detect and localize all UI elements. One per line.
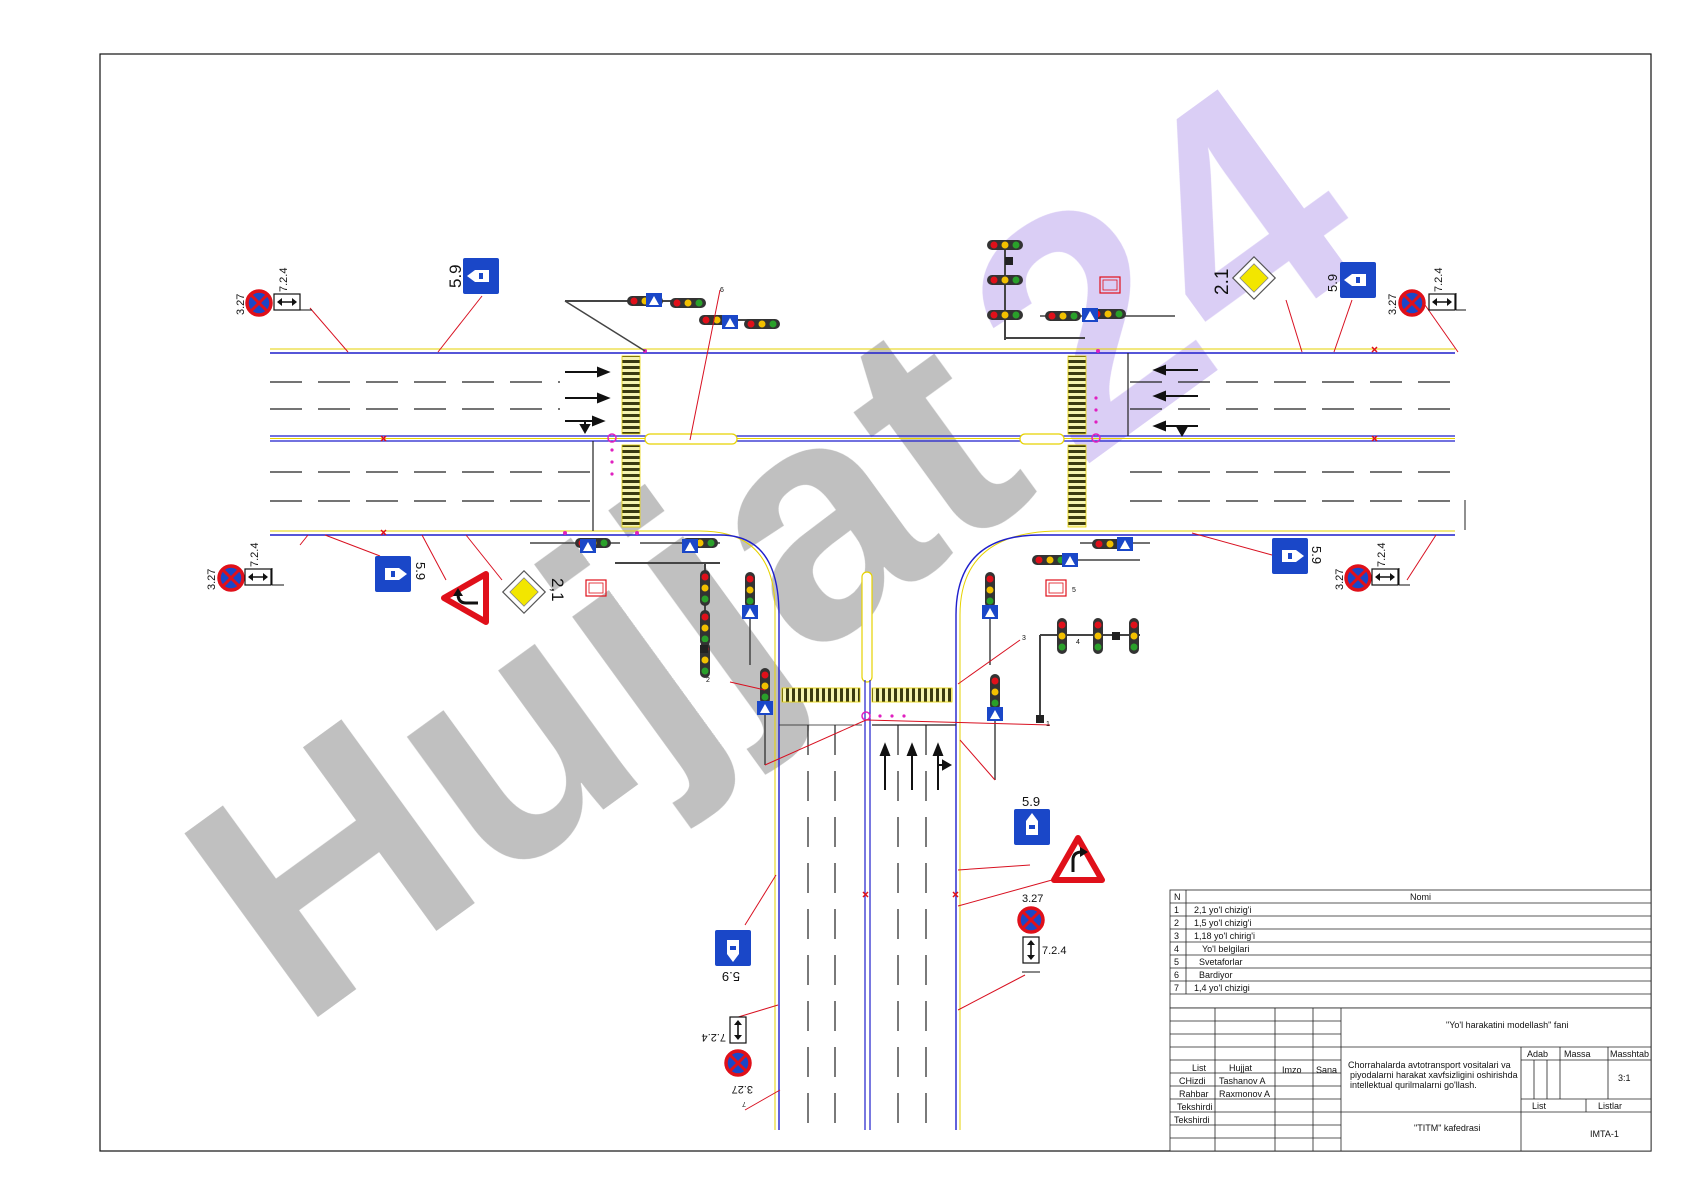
label-327-se: 3.27 (1334, 569, 1346, 590)
legend-header-name: Nomi (1410, 892, 1431, 902)
title-block (1169, 1007, 1652, 1152)
col-imzo: Imzo (1282, 1065, 1302, 1075)
legend-row-name: 2,1 yo'l chizig'i (1194, 905, 1251, 915)
label-21-ne: 2.1 (1212, 269, 1233, 295)
legend-row-name: Svetaforlar (1199, 957, 1243, 967)
traffic-lights (530, 240, 1175, 780)
name-rahbar: Raxmonov A (1219, 1089, 1270, 1099)
callout-7: 7 (742, 1100, 746, 1107)
sign-no-stopping-nw (245, 289, 273, 317)
label-list: List (1532, 1101, 1547, 1111)
label-724-south-w: 7.2.4 (702, 1031, 726, 1043)
desc-line-2: piyodalarni harakat xavfsizligini oshiri… (1350, 1070, 1518, 1080)
legend-row-n: 2 (1174, 918, 1179, 928)
name-chizdi: Tashanov A (1219, 1076, 1266, 1086)
legend-row-n: 1 (1174, 905, 1179, 915)
legend-row-n: 6 (1174, 970, 1179, 980)
label-59-south-w: 5.9 (722, 969, 740, 984)
sign-no-stopping-sw (217, 564, 245, 592)
marker-square-se (1045, 579, 1067, 597)
label-724-south: 7.2.4 (1042, 945, 1066, 957)
col-sana: Sana (1316, 1065, 1337, 1075)
scale-value: 3:1 (1618, 1073, 1631, 1083)
legend-header-n: N (1174, 892, 1181, 902)
desc-line-1: Chorrahalarda avtotransport vositalari v… (1348, 1060, 1511, 1070)
subject-title: "Yo'l harakatini modellash" fani (1446, 1020, 1568, 1030)
legend-row-name: Bardiyor (1199, 970, 1233, 980)
sign-59-south-e (1014, 809, 1050, 845)
legend-row-n: 3 (1174, 931, 1179, 941)
col-list: List (1192, 1063, 1207, 1073)
label-59-ne: 5.9 (1325, 274, 1340, 292)
label-masshtab: Masshtab (1610, 1049, 1649, 1059)
label-massa: Massa (1564, 1049, 1591, 1059)
department: "TITM" kafedrasi (1414, 1123, 1480, 1133)
legend-row-n: 7 (1174, 983, 1179, 993)
role-tekshirdi-1: Tekshirdi (1177, 1102, 1213, 1112)
callout-numbers: 2 1 3 4 5 6 7 (706, 287, 1080, 1107)
drawing-code: IMTA-1 (1590, 1129, 1619, 1139)
red-x-markers (380, 346, 1378, 898)
sign-warning-curve-south (1054, 838, 1102, 880)
callout-5: 5 (1072, 587, 1076, 594)
role-tekshirdi-2: Tekshirdi (1174, 1115, 1210, 1125)
legend-text: N Nomi 1 2,1 yo'l chizig'i 2 1,5 yo'l ch… (1174, 892, 1431, 993)
label-724-ne: 7.2.4 (1433, 268, 1445, 292)
crosswalks (621, 355, 1087, 703)
sign-59-sw (375, 556, 411, 592)
label-327-sw: 3.27 (206, 569, 218, 590)
label-59-sw: 5.9 (413, 562, 428, 580)
callout-3: 3 (1022, 635, 1026, 642)
sign-59-se (1272, 538, 1308, 574)
label-327-ne: 3.27 (1387, 294, 1399, 315)
watermark-text: Hujjat (124, 249, 1084, 1088)
legend-row-n: 5 (1174, 957, 1179, 967)
road-main (270, 348, 1466, 536)
label-327-south-w: 3.27 (732, 1083, 753, 1095)
label-724-se: 7.2.4 (1376, 543, 1388, 567)
lane-arrows (565, 364, 1198, 790)
sign-59-nw (463, 258, 499, 294)
road-south (699, 530, 1061, 1130)
label-adab: Adab (1527, 1049, 1548, 1059)
label-59-se: 5.9 (1309, 546, 1324, 564)
legend-table (1169, 889, 1652, 1009)
legend-row-name: 1,18 yo'l chirig'i (1194, 931, 1255, 941)
sign-no-stopping-ne (1398, 289, 1426, 317)
role-rahbar: Rahbar (1179, 1089, 1209, 1099)
col-hujjat: Hujjat (1229, 1063, 1253, 1073)
leader-lines (299, 289, 1459, 1111)
sign-no-stopping-south (1017, 906, 1045, 934)
pedestrian-buttons (563, 349, 1101, 721)
title-block-text: "Yo'l harakatini modellash" fani List Hu… (1174, 1020, 1649, 1139)
legend-row-name: 1,4 yo'l chizigi (1194, 983, 1250, 993)
sign-59-ne (1340, 262, 1376, 298)
callout-1: 1 (1046, 721, 1050, 728)
sign-59-south-w (715, 930, 751, 966)
desc-line-3: intellektual qurilmalarni go'llash. (1350, 1080, 1477, 1090)
callout-6: 6 (720, 287, 724, 294)
label-59-nw: 5.9 (446, 264, 465, 288)
label-724-sw: 7.2.4 (249, 543, 261, 567)
sheet-frame (99, 53, 1652, 1152)
callout-2: 2 (706, 677, 710, 684)
label-listlar: Listlar (1598, 1101, 1622, 1111)
sign-no-stopping-se (1344, 564, 1372, 592)
sign-no-stopping-south-w (724, 1049, 752, 1077)
label-59-south-e: 5.9 (1022, 794, 1040, 809)
legend-row-name: 1,5 yo'l chizig'i (1194, 918, 1251, 928)
legend-row-n: 4 (1174, 944, 1179, 954)
label-327-south: 3.27 (1022, 893, 1043, 905)
role-chizdi: CHizdi (1179, 1076, 1206, 1086)
label-327-nw: 3.27 (235, 294, 247, 315)
callout-4: 4 (1076, 639, 1080, 646)
label-21-sw: 2,1 (548, 578, 567, 602)
road-signs: 3.27 7.2.4 5.9 2.1 5.9 3.27 7.2.4 3.27 7… (206, 256, 1466, 1095)
label-724-nw: 7.2.4 (278, 268, 290, 292)
legend-row-name: Yo'l belgilari (1202, 944, 1249, 954)
marker-square-sw (585, 579, 607, 597)
marker-square-ne (1099, 276, 1121, 294)
